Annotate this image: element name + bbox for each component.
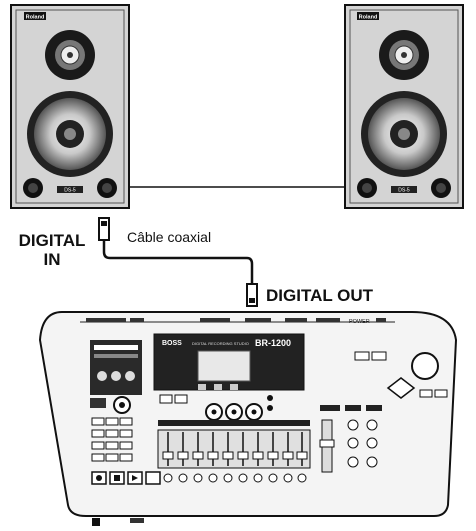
left-speaker: Roland DS-5 (10, 4, 130, 209)
lcd-screen (197, 350, 251, 382)
coaxial-cable-line (102, 240, 254, 284)
recorder: POWER BOSS DIGITAL RECORDING STUDIO BR-1… (38, 311, 458, 526)
left-speaker-logo (24, 12, 46, 20)
right-speaker-logo (357, 12, 379, 20)
fader-bank (157, 429, 311, 469)
digital-out-label: DIGITAL OUT (266, 286, 374, 305)
left-speaker-badge (57, 186, 83, 193)
right-speaker-model: DS-5 (398, 188, 410, 194)
right-speaker: Roland DS-5 (344, 4, 464, 209)
left-speaker-brand: Roland (26, 15, 45, 21)
coaxial-cable (98, 217, 258, 307)
model-label: BR-1200 (255, 338, 291, 348)
right-speaker-badge (391, 186, 417, 193)
left-speaker-model: DS-5 (64, 188, 76, 194)
digital-in-label-line2: IN (43, 250, 61, 269)
power-switch (376, 318, 386, 322)
digital-in-label-line1: DIGITAL (18, 231, 86, 250)
time-value-dial (411, 352, 439, 380)
brand-label: BOSS (162, 340, 182, 347)
digital-out-plug (246, 283, 258, 307)
phones-jack (92, 518, 100, 526)
power-label: POWER (349, 319, 370, 325)
cursor-buttons (386, 377, 416, 399)
title-label: DIGITAL RECORDING STUDIO (192, 341, 249, 346)
digital-in-label: DIGITAL IN (6, 231, 98, 269)
coaxial-cable-label: Câble coaxial (127, 229, 212, 245)
right-speaker-brand: Roland (359, 15, 378, 21)
